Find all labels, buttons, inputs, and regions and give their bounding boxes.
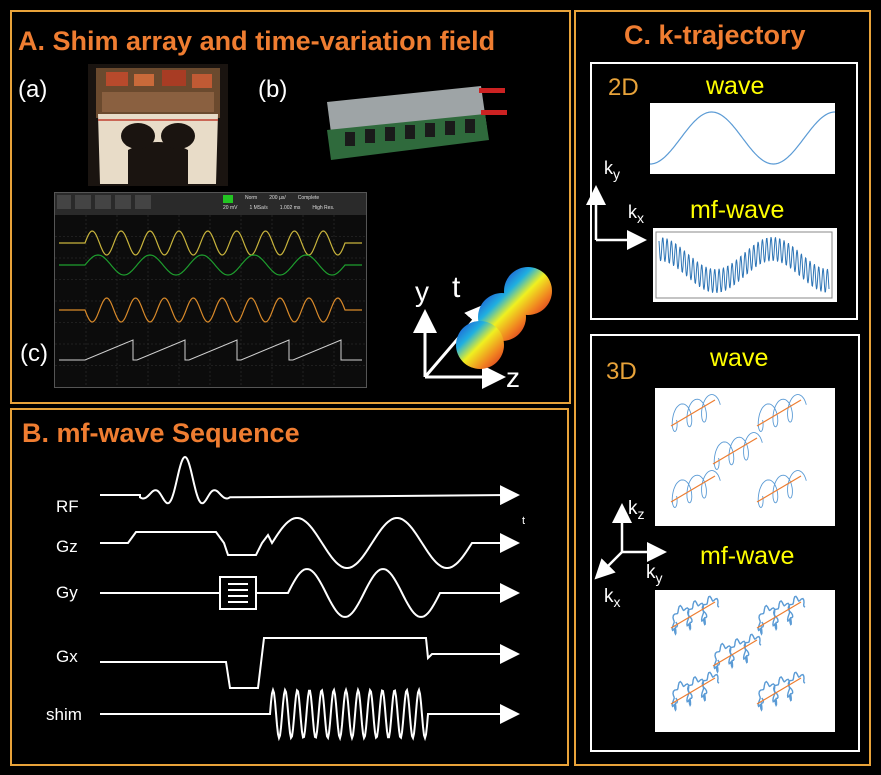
spiral-4 [671,671,720,712]
label-b: (b) [258,76,288,103]
svg-text:kx: kx [604,586,621,610]
section-2d-mfwave-label: mf-wave [690,196,785,224]
time-axis-label: t [522,515,525,527]
panel-a-shim-array [10,10,571,404]
spiral-axis-1 [670,601,716,629]
gx-waveform [100,637,520,689]
wave-2d-curve [650,111,835,165]
label-a: (a) [18,76,48,103]
scope-vdiv: 20 mV [223,205,238,211]
scope-acq-status: Complete [297,195,320,201]
section-2d-label: 2D [608,74,639,101]
scope-acq-mode: High Res. [312,205,335,211]
spiral-2 [757,595,806,636]
k-axes-3d: kz ky kx [594,498,667,610]
section-3d-label: 3D [606,358,637,385]
channel-gy-label: Gy [56,583,78,602]
spiral-2 [757,394,807,432]
wave-3d-spirals [670,394,807,508]
oscilloscope-screenshot: Norm 200 µs/ Complete 20 mV 1 MSa/s 1.00… [54,192,367,388]
scope-trace-ch2 [59,254,362,276]
channel-shim-label: shim [46,705,82,724]
spiral-axis-3 [712,437,758,465]
mfwave-2d-curve [658,236,830,294]
amplifier-board-photo [327,86,507,160]
scope-trace-ch1 [59,230,362,256]
shim-waveform [100,686,520,742]
scope-display [55,215,366,387]
field-sphere-3 [456,321,504,369]
scope-timebase: 200 µs/ [269,195,286,201]
spiral-axis-4 [670,677,716,705]
section-2d-wave-label: wave [706,72,765,100]
channel-gz-label: Gz [56,537,78,556]
k2d-x-sub: x [637,210,644,226]
mfwave-3d-plot [655,590,835,732]
spiral-4 [671,470,721,508]
svg-text:kx: kx [628,202,644,226]
axis-t-label: t [452,271,461,304]
panel-c-k-trajectory [574,10,871,766]
spiral-3 [713,633,762,674]
gy-waveform [100,568,516,618]
section-3d-wave-label: wave [710,344,769,372]
k3d-x-sub: x [614,594,621,610]
k3d-z-label: k [628,498,638,519]
k3d-y-sub: y [656,570,663,586]
k-axes-2d: ky kx [586,158,647,250]
scope-sample-rate: 1 MSa/s [249,205,268,211]
scope-grid [55,215,366,387]
panel-b-title: B. mf-wave Sequence [22,418,300,448]
k2d-y-sub: y [613,166,620,182]
spiral-axis-2 [756,399,802,427]
spiral-5 [757,671,806,712]
panel-c-title: C. k-trajectory [624,20,806,50]
sequence-diagram: RF Gz Gy Gx shim t [46,455,568,742]
mfwave-2d-plot [653,228,837,302]
panel-b-sequence [10,408,569,766]
k3d-x-label: k [604,586,614,607]
scope-trigger-mode: Norm [245,195,258,201]
spiral-axis-3 [712,639,758,667]
spiral-axis-1 [670,399,716,427]
section-3d-mfwave-label: mf-wave [700,542,795,570]
spiral-5 [757,470,807,508]
svg-text:ky: ky [646,562,663,586]
svg-text:ky: ky [604,158,620,182]
wave-2d-plot [650,103,835,174]
spiral-1 [671,394,721,432]
axis-y-label: y [415,276,429,307]
scope-record: 1.002 ms [279,205,301,211]
spiral-axis-2 [756,601,802,629]
svg-text:kz: kz [628,498,645,522]
section-3d-box [590,334,860,752]
k3d-y-label: k [646,562,656,583]
spiral-3 [713,432,763,470]
k3d-z-sub: z [638,506,645,522]
panel-a-title: A. Shim array and time-variation field [18,26,496,56]
gz-waveform [100,517,520,569]
channel-gx-label: Gx [56,647,78,666]
channel-rf-label: RF [56,497,79,516]
axis-z-label: z [506,362,520,393]
scope-toolbar [55,193,366,215]
phase-encode-table-icon [219,576,257,610]
k2d-x-label: k [628,202,638,222]
wave-3d-plot [655,388,835,526]
spiral-axis-5 [756,475,802,503]
scope-trace-ch3 [59,297,362,323]
spiral-1 [671,595,720,636]
rf-waveform [100,455,520,506]
shim-array-photo [88,64,228,186]
k2d-y-label: k [604,158,614,178]
scope-trace-ch4 [59,339,362,361]
field-axes-diagram: y t z [413,267,552,393]
spiral-axis-5 [756,677,802,705]
mfwave-3d-spirals [670,595,806,712]
label-c: (c) [20,340,48,367]
spiral-axis-4 [670,475,716,503]
